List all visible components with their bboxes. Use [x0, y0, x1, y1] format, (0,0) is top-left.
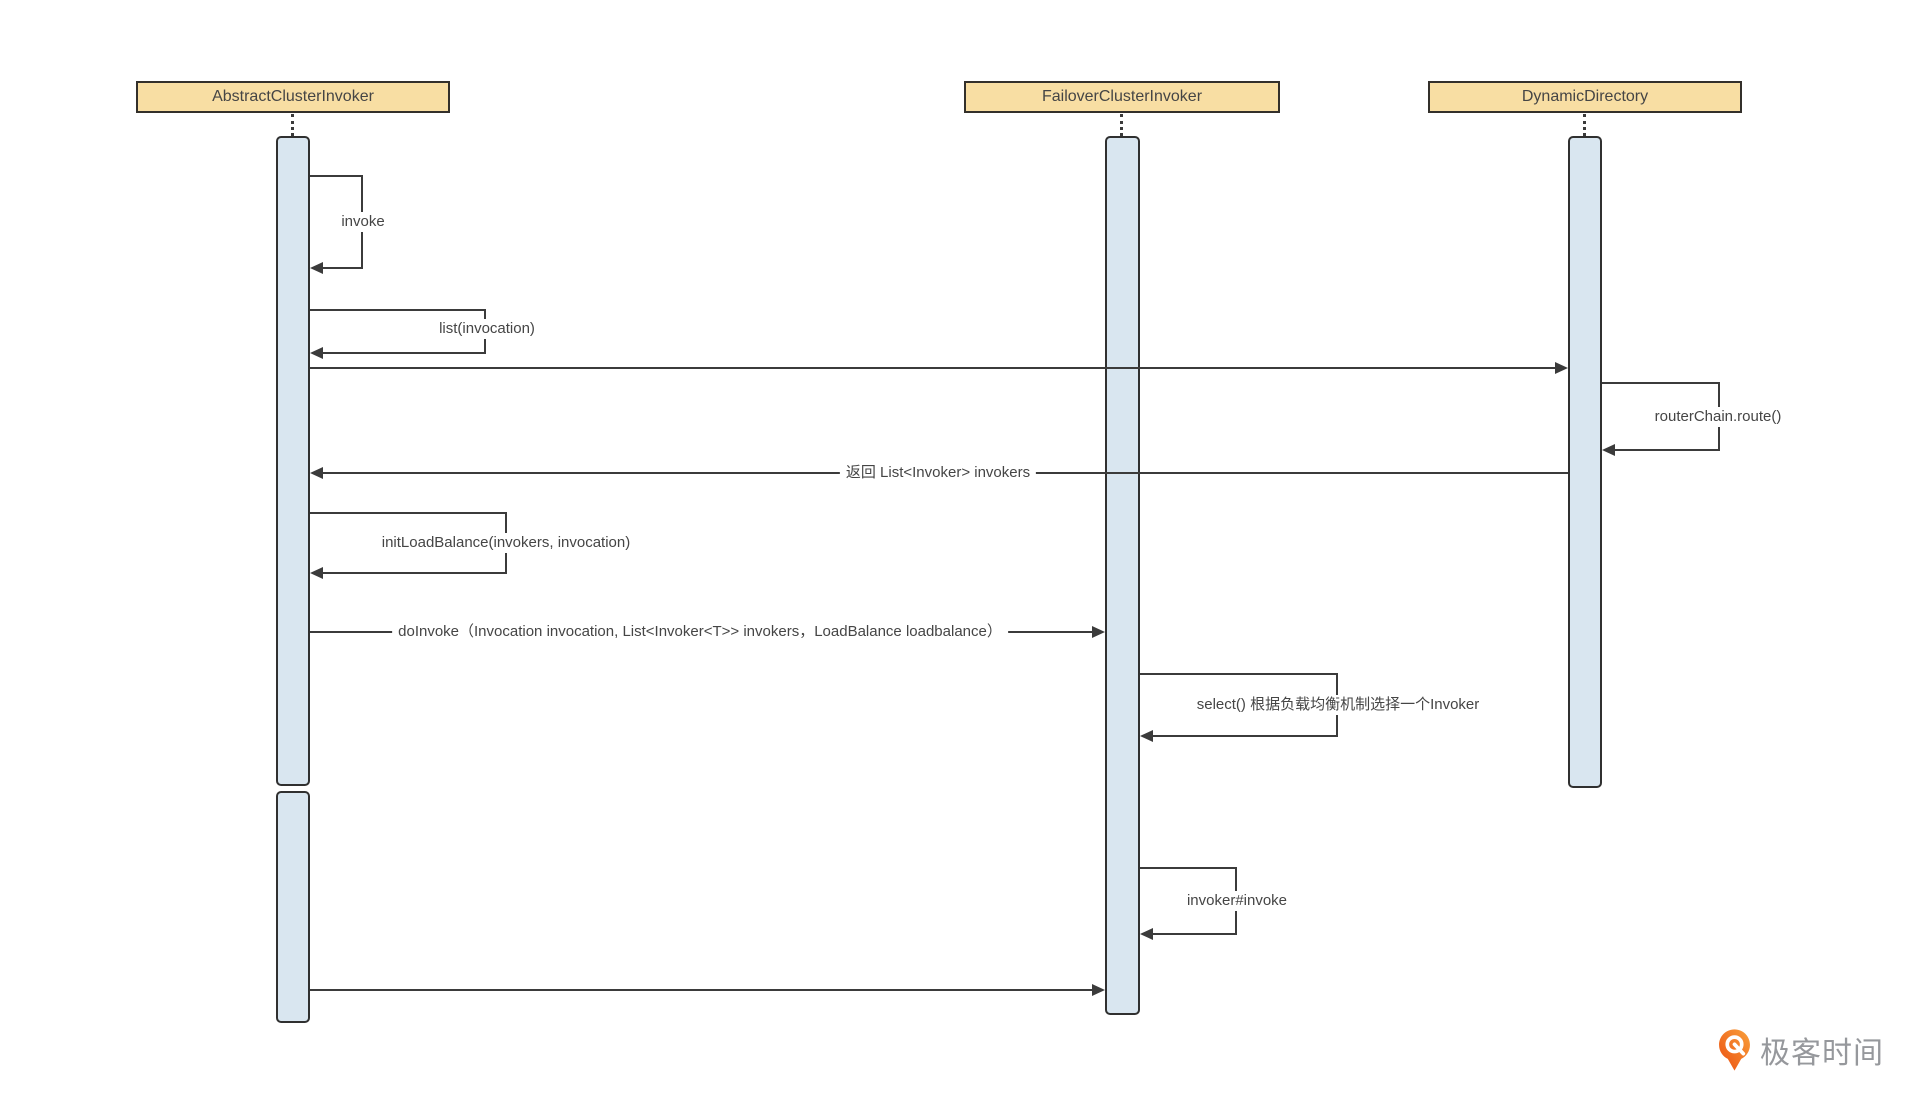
message-label: doInvoke（Invocation invocation, List<Inv…	[392, 622, 1008, 642]
message-line	[1140, 867, 1237, 869]
message-label: initLoadBalance(invokers, invocation)	[375, 533, 637, 553]
arrowhead-icon	[1140, 928, 1153, 940]
arrowhead-icon	[1092, 626, 1105, 638]
participant-dynamic-directory: DynamicDirectory	[1428, 81, 1742, 113]
arrowhead-icon	[310, 347, 323, 359]
message-label: list(invocation)	[433, 319, 541, 339]
activation-dynamic-directory	[1568, 136, 1602, 788]
participant-label: FailoverClusterInvoker	[1041, 88, 1203, 105]
lifeline-abstract-cluster-invoker	[291, 114, 294, 136]
message-line	[1140, 673, 1338, 675]
participant-failover-cluster-invoker: FailoverClusterInvoker	[964, 81, 1280, 113]
arrowhead-icon	[1602, 444, 1615, 456]
lifeline-dynamic-directory	[1583, 114, 1586, 136]
message-line	[310, 512, 507, 514]
message-line	[322, 352, 485, 354]
participant-label: AbstractClusterInvoker	[212, 88, 374, 105]
lifeline-failover-cluster-invoker	[1120, 114, 1123, 136]
arrowhead-icon	[1140, 730, 1153, 742]
participant-abstract-cluster-invoker: AbstractClusterInvoker	[136, 81, 450, 113]
arrowhead-icon	[310, 467, 323, 479]
message-label: select() 根据负载均衡机制选择一个Invoker	[1190, 695, 1486, 715]
arrowhead-icon	[310, 567, 323, 579]
message-line	[322, 267, 361, 269]
message-line	[1602, 382, 1720, 384]
message-label: routerChain.route()	[1648, 407, 1788, 427]
message-label: 返回 List<Invoker> invokers	[839, 463, 1037, 483]
message-line	[322, 572, 506, 574]
message-line	[310, 367, 1556, 369]
activation-failover-cluster-invoker	[1105, 136, 1140, 1015]
message-line	[310, 175, 363, 177]
message-line	[310, 309, 486, 311]
arrowhead-icon	[310, 262, 323, 274]
arrowhead-icon	[1092, 984, 1105, 996]
activation-abstract-cluster-invoker-1	[276, 136, 310, 786]
geektime-logo-icon	[1719, 1029, 1750, 1071]
brand-watermark: 极客时间	[1718, 1026, 1884, 1074]
activation-abstract-cluster-invoker-2	[276, 791, 310, 1023]
message-label: invoke	[335, 212, 391, 232]
message-line	[1152, 735, 1337, 737]
message-line	[310, 989, 1092, 991]
participant-label: DynamicDirectory	[1521, 88, 1649, 105]
message-line	[1614, 449, 1719, 451]
arrowhead-icon	[1555, 362, 1568, 374]
message-line	[1152, 933, 1236, 935]
brand-name: 极客时间	[1760, 1037, 1884, 1070]
message-label: invoker#invoke	[1180, 891, 1294, 911]
